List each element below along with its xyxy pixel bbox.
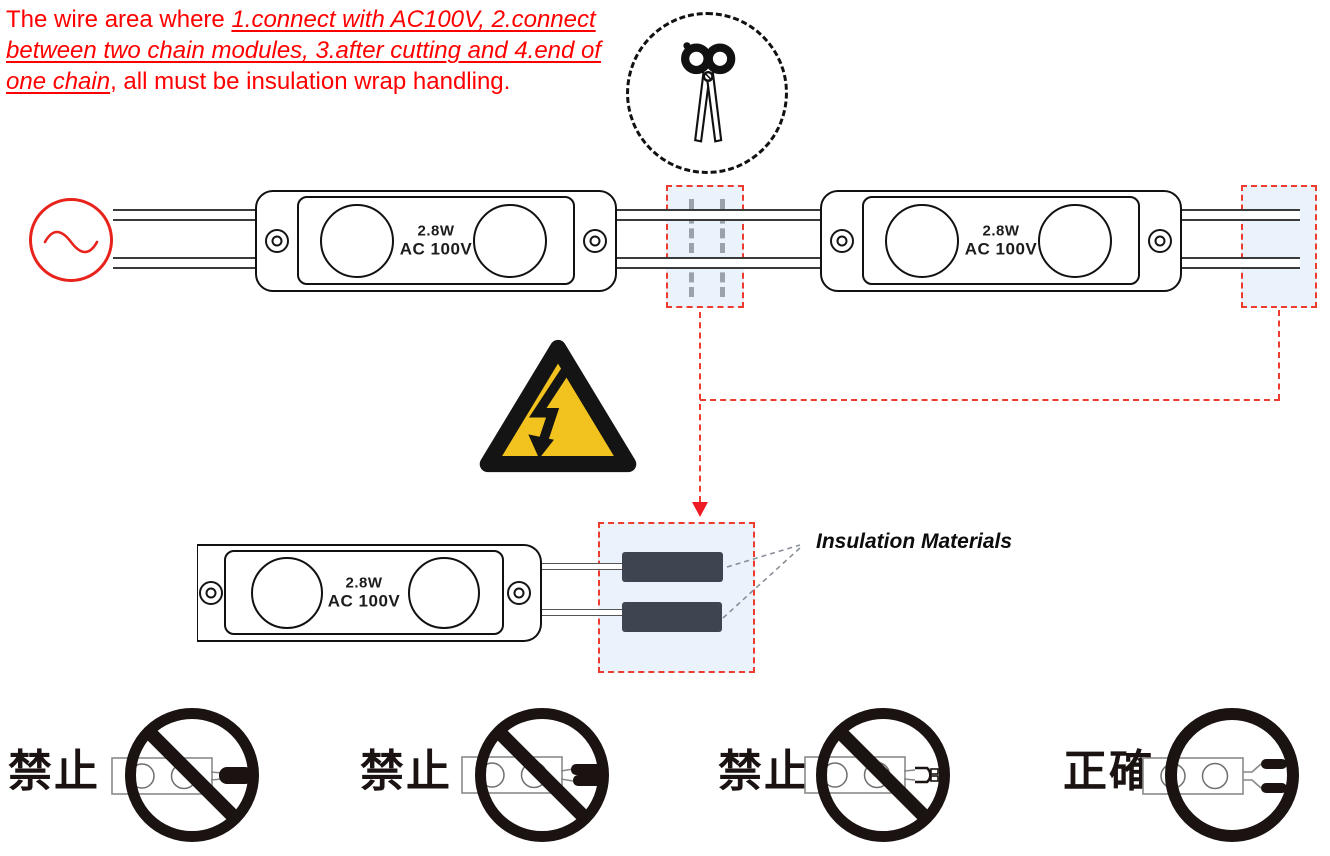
module-rating-label: 2.8W AC 100V	[328, 574, 400, 610]
voltage-rating: AC 100V	[964, 238, 1038, 258]
insulation-cap	[622, 552, 723, 582]
led-module-2: 2.8W AC 100V	[820, 190, 1182, 292]
power-rating: 2.8W	[982, 221, 1020, 239]
module-face: 2.8W AC 100V	[297, 196, 575, 285]
insulation-area-highlight	[598, 522, 755, 673]
wire	[615, 209, 822, 221]
note-prefix: The wire area where	[6, 6, 232, 33]
prohibited-label-1: 禁止	[8, 747, 100, 796]
chain-end-highlight	[1241, 185, 1317, 308]
module-face: 2.8W AC 100V	[224, 550, 504, 635]
module-rating-label: 2.8W AC 100V	[400, 222, 472, 258]
mounting-hole-icon	[199, 581, 223, 605]
wire	[1178, 257, 1300, 269]
leader-lines	[722, 544, 802, 619]
mounting-hole-icon	[583, 229, 607, 253]
wire	[615, 257, 822, 269]
led-lens-icon	[408, 556, 480, 629]
module-rating-label: 2.8W AC 100V	[965, 222, 1037, 258]
power-rating: 2.8W	[417, 221, 455, 239]
cut-mark-line	[689, 199, 694, 297]
voltage-rating: AC 100V	[399, 238, 473, 258]
voltage-rating: AC 100V	[327, 590, 401, 610]
no-sign-icon	[125, 708, 259, 842]
mounting-hole-icon	[507, 581, 531, 605]
wire	[1178, 209, 1300, 221]
mounting-hole-icon	[830, 229, 854, 253]
wire	[538, 609, 630, 616]
correct-label: 正確	[1063, 747, 1155, 796]
no-sign-icon	[816, 708, 950, 842]
arrow-down-icon	[692, 502, 708, 517]
ac-power-source-icon	[29, 198, 113, 282]
led-lens-icon	[251, 556, 323, 629]
connector-line	[699, 312, 701, 502]
cut-mark-line	[720, 199, 725, 297]
led-lens-icon	[320, 203, 394, 278]
led-lens-icon	[473, 203, 547, 278]
scissors-icon	[681, 42, 736, 143]
high-voltage-warning-icon	[479, 339, 637, 473]
power-rating: 2.8W	[345, 573, 383, 591]
connector-line	[700, 399, 1280, 401]
no-sign-icon	[475, 708, 609, 842]
led-lens-icon	[885, 203, 959, 278]
led-module-1: 2.8W AC 100V	[255, 190, 617, 292]
prohibited-label-3: 禁止	[718, 747, 810, 796]
mounting-hole-icon	[1148, 229, 1172, 253]
insulation-warning-note: The wire area where 1.connect with AC100…	[6, 4, 602, 97]
cut-area-highlight	[666, 185, 744, 308]
cut-here-badge	[626, 12, 788, 174]
wire	[113, 257, 257, 269]
note-suffix: , all must be insulation wrap handling.	[110, 68, 511, 95]
wire	[538, 563, 630, 570]
led-lens-icon	[1038, 203, 1112, 278]
mounting-hole-icon	[265, 229, 289, 253]
prohibited-label-2: 禁止	[360, 747, 452, 796]
circle-sign-icon	[1165, 708, 1299, 842]
note-emphasis: 1.connect with AC100V, 2.connect between…	[6, 6, 602, 95]
insulation-cap	[622, 602, 722, 632]
module-face: 2.8W AC 100V	[862, 196, 1140, 285]
led-module-cut: 2.8W AC 100V	[197, 544, 542, 642]
connector-line	[1278, 310, 1280, 400]
wire	[113, 209, 257, 221]
insulation-materials-label: Insulation Materials	[816, 530, 1013, 553]
